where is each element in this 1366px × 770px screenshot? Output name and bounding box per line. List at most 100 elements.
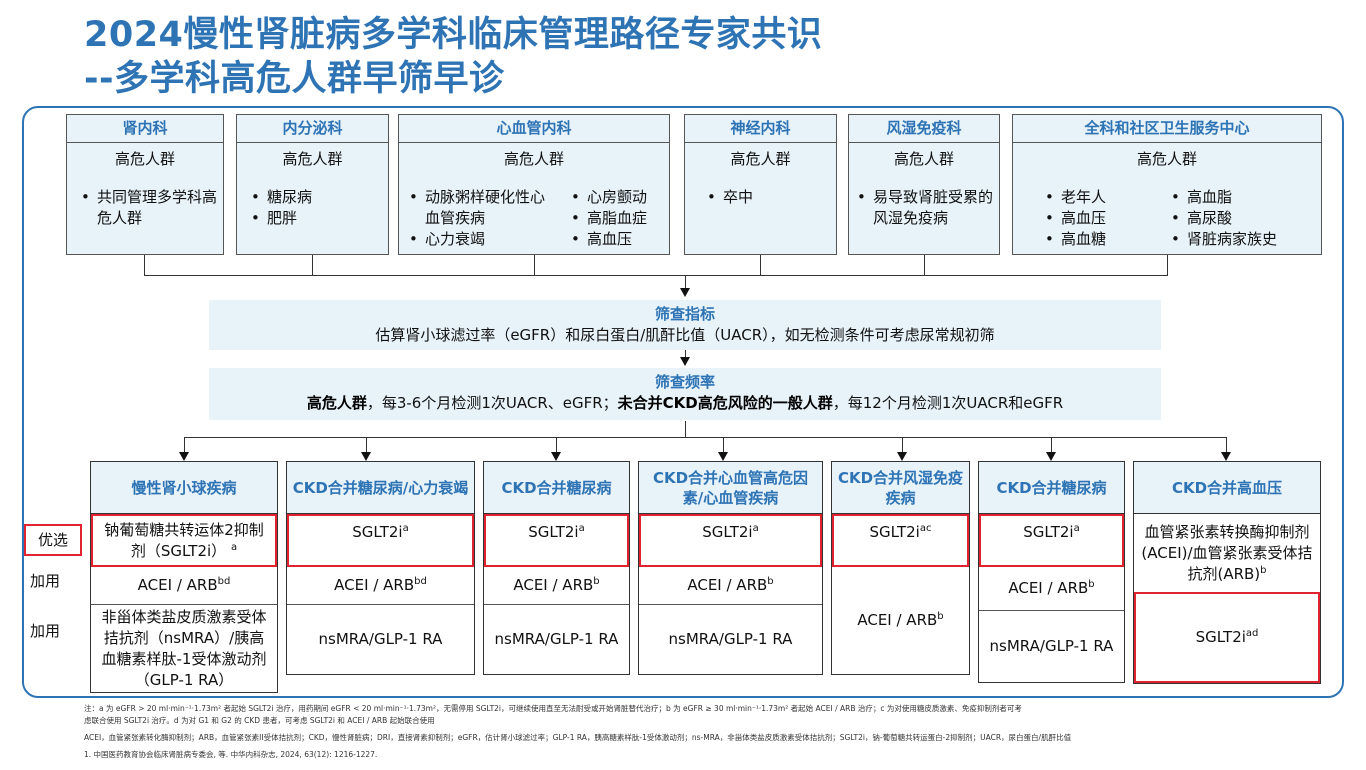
connector-line — [144, 275, 1168, 276]
list-item: 糖尿病 — [249, 187, 379, 208]
connector-line — [184, 437, 1227, 438]
screening-indicator: 筛查指标 估算肾小球滤过率（eGFR）和尿白蛋白/肌酐比值（UACR），如无检测… — [209, 300, 1161, 350]
list-item: 高脂血症 — [569, 208, 669, 229]
column-ckd-diabetes-hf: CKD合并糖尿病/心力衰竭 SGLT2ia ACEI / ARBbd nsMRA… — [286, 461, 475, 675]
list-item: 高血脂 — [1169, 187, 1319, 208]
dept-header: 肾内科 — [67, 115, 223, 143]
column-ckd-diabetes: CKD合并糖尿病 SGLT2ia ACEI / ARBb nsMRA/GLP-1… — [483, 461, 630, 675]
dept-header: 神经内科 — [685, 115, 836, 143]
arrow-down-icon — [1221, 452, 1231, 461]
column-header: CKD合并心血管高危因素/心血管疾病 — [639, 462, 822, 514]
list-item: 动脉粥样硬化性心血管疾病 — [407, 187, 557, 229]
dept-header: 心血管内科 — [399, 115, 669, 143]
preferred-cell: SGLT2iad — [1134, 592, 1320, 683]
list-item: 老年人 — [1043, 187, 1153, 208]
screening-frequency-text: 高危人群，每3-6个月检测1次UACR、eGFR；未合并CKD高危风险的一般人群… — [306, 394, 1064, 412]
arrow-down-icon — [361, 452, 371, 461]
arrow-down-icon — [1046, 452, 1056, 461]
footnote-2: 虑联合使用 SGLT2i 治疗。d 为对 G1 和 G2 的 CKD 患者，可考… — [84, 716, 435, 725]
arrow-down-icon — [179, 452, 189, 461]
column-header: CKD合并风湿免疫疾病 — [832, 462, 969, 514]
screening-frequency-heading: 筛查频率 — [654, 373, 715, 391]
dept-cardiology: 心血管内科 高危人群 动脉粥样硬化性心血管疾病 心力衰竭 心房颤动 高脂血症 高… — [398, 114, 670, 255]
column-header: CKD合并高血压 — [1134, 462, 1320, 514]
page-subtitle: --多学科高危人群早筛早诊 — [84, 59, 505, 99]
preferred-cell: SGLT2ia — [979, 514, 1124, 567]
add1-cell: ACEI / ARBbd — [287, 567, 474, 605]
dept-endocrinology: 内分泌科 高危人群 糖尿病 肥胖 — [236, 114, 389, 255]
list-item: 心房颤动 — [569, 187, 669, 208]
list-item: 高血糖 — [1043, 229, 1153, 250]
list-item: 高尿酸 — [1169, 208, 1319, 229]
connector-line — [723, 437, 724, 454]
row-label-add1: 加用 — [30, 572, 61, 590]
connector-line — [685, 350, 686, 358]
connector-line — [760, 255, 761, 275]
dept-header: 风湿免疫科 — [849, 115, 999, 143]
dept-neurology: 神经内科 高危人群 卒中 — [684, 114, 837, 255]
add1-cell: ACEI / ARBb — [484, 567, 629, 605]
list-item: 肾脏病家族史 — [1169, 229, 1319, 250]
dept-header: 内分泌科 — [237, 115, 388, 143]
dept-subtitle: 高危人群 — [114, 150, 175, 168]
row-label-preferred: 优选 — [24, 524, 82, 556]
first-line-cell: 血管紧张素转换酶抑制剂(ACEI)/血管紧张素受体拮抗剂(ARB)b — [1141, 522, 1313, 583]
preferred-cell: SGLT2ia — [287, 514, 474, 567]
dept-header: 全科和社区卫生服务中心 — [1013, 115, 1321, 143]
connector-line — [534, 255, 535, 275]
connector-line — [1051, 437, 1052, 454]
arrow-down-icon — [680, 357, 690, 366]
add1-cell: ACEI / ARBb — [639, 567, 822, 605]
screening-frequency: 筛查频率 高危人群，每3-6个月检测1次UACR、eGFR；未合并CKD高危风险… — [209, 368, 1161, 420]
dept-subtitle: 高危人群 — [893, 150, 954, 168]
connector-line — [924, 255, 925, 275]
column-chronic-glomerular: 慢性肾小球疾病 钠葡萄糖共转运体2抑制剂（SGLT2i） a ACEI / AR… — [90, 461, 278, 693]
footnote-1: 注：a 为 eGFR > 20 ml·min⁻¹·1.73m² 者起始 SGLT… — [84, 704, 1022, 713]
dept-nephrology: 肾内科 高危人群 共同管理多学科高危人群 — [66, 114, 224, 255]
connector-line — [1167, 255, 1168, 275]
footnote-reference: 1. 中国医药教育协会临床肾脏病专委会, 等. 中华内科杂志, 2024, 63… — [84, 750, 378, 759]
column-header: CKD合并糖尿病 — [979, 462, 1124, 514]
add1-cell: ACEI / ARBb — [979, 567, 1124, 611]
list-item: 肥胖 — [249, 208, 379, 229]
connector-line — [685, 421, 686, 437]
content-frame — [22, 106, 1344, 698]
preferred-cell: 钠葡萄糖共转运体2抑制剂（SGLT2i） a — [91, 514, 277, 567]
preferred-cell: SGLT2iac — [832, 514, 969, 567]
column-header: CKD合并糖尿病 — [484, 462, 629, 514]
connector-line — [144, 255, 145, 275]
list-item: 共同管理多学科高危人群 — [79, 187, 221, 229]
add2-cell: nsMRA/GLP-1 RA — [668, 630, 793, 648]
column-header: 慢性肾小球疾病 — [91, 462, 277, 514]
dept-subtitle: 高危人群 — [1136, 150, 1197, 168]
footnote-abbreviations: ACEI，血管紧张素转化酶抑制剂；ARB，血管紧张素II受体拮抗剂；CKD，慢性… — [84, 733, 1072, 742]
arrow-down-icon — [718, 452, 728, 461]
dept-general-practice: 全科和社区卫生服务中心 高危人群 老年人 高血压 高血糖 高血脂 高尿酸 肾脏病… — [1012, 114, 1322, 255]
list-item: 高血压 — [569, 229, 669, 250]
add1-cell: ACEI / ARBbd — [91, 567, 277, 605]
arrow-down-icon — [551, 452, 561, 461]
connector-line — [366, 437, 367, 454]
add2-cell: nsMRA/GLP-1 RA — [318, 630, 443, 648]
connector-line — [312, 255, 313, 275]
list-item: 易导致肾脏受累的风湿免疫病 — [855, 187, 999, 229]
list-item: 高血压 — [1043, 208, 1153, 229]
column-ckd-rheumatic: CKD合并风湿免疫疾病 SGLT2iac ACEI / ARBb — [831, 461, 970, 675]
dept-rheumatology: 风湿免疫科 高危人群 易导致肾脏受累的风湿免疫病 — [848, 114, 1000, 255]
column-ckd-cardiovascular: CKD合并心血管高危因素/心血管疾病 SGLT2ia ACEI / ARBb n… — [638, 461, 823, 675]
connector-line — [184, 437, 185, 454]
add2-cell: 非甾体类盐皮质激素受体拮抗剂（nsMRA）/胰高血糖素样肽-1受体激动剂（GLP… — [101, 607, 267, 689]
page-title: 2024慢性肾脏病多学科临床管理路径专家共识 — [84, 15, 823, 55]
connector-line — [902, 437, 903, 454]
dept-subtitle: 高危人群 — [282, 150, 343, 168]
add2-cell: nsMRA/GLP-1 RA — [989, 637, 1114, 655]
arrow-down-icon — [680, 288, 690, 297]
dept-subtitle: 高危人群 — [503, 150, 564, 168]
connector-line — [556, 437, 557, 454]
list-item: 心力衰竭 — [407, 229, 557, 250]
row-label-add2: 加用 — [30, 622, 61, 640]
column-header: CKD合并糖尿病/心力衰竭 — [287, 462, 474, 514]
add2-cell: nsMRA/GLP-1 RA — [494, 630, 619, 648]
preferred-cell: SGLT2ia — [484, 514, 629, 567]
screening-indicator-text: 估算肾小球滤过率（eGFR）和尿白蛋白/肌酐比值（UACR），如无检测条件可考虑… — [375, 326, 995, 344]
